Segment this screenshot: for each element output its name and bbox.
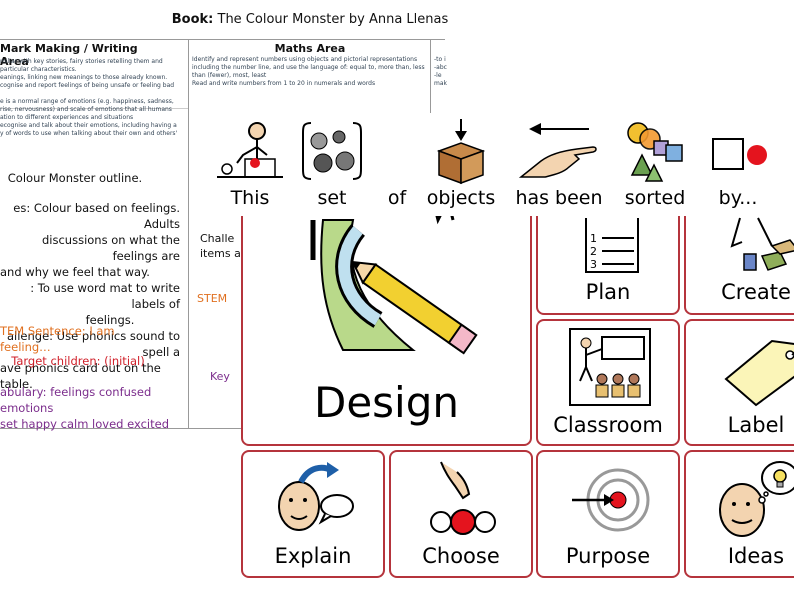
vocabulary: abulary: feelings confused emotions set … (0, 385, 169, 431)
plan-label: Plan (585, 280, 631, 304)
set-of-circles-icon (302, 122, 362, 180)
ideas-card[interactable]: Ideas (684, 450, 794, 578)
word-by[interactable]: by... (703, 113, 773, 216)
maths-notes: Identify and represent numbers using obj… (192, 56, 425, 87)
box-arrow-icon (436, 119, 486, 185)
book-title: Book: The Colour Monster by Anna Llenas (171, 12, 449, 27)
hand-pointing-back-icon (518, 123, 597, 178)
purpose-card[interactable]: Purpose (536, 450, 680, 578)
left-area-heading: Mark Making / Writing Area (0, 42, 138, 68)
word-of[interactable]: of (387, 187, 407, 209)
tag-icon (724, 339, 794, 407)
svg-text:3: 3 (590, 258, 597, 271)
target-children: Target children: (initial) (11, 354, 145, 368)
word-has-been[interactable]: has been (513, 113, 605, 216)
right-notes: -to i -abc -le mak (434, 56, 447, 87)
square-and-dot-icon (712, 138, 767, 170)
design-icon (310, 195, 478, 355)
svg-text:1: 1 (590, 232, 597, 245)
choose-label: Choose (422, 544, 500, 568)
ideas-label: Ideas (727, 544, 785, 568)
sorted-shapes-icon (627, 122, 683, 182)
outline-text: Colour Monster outline. (7, 171, 143, 185)
column-divider (188, 39, 189, 429)
classroom-card[interactable]: Classroom (536, 319, 680, 446)
explain-card[interactable]: Explain (241, 450, 385, 578)
classroom-icon (569, 328, 651, 406)
activity-text: es: Colour based on feelings. Adults dis… (0, 201, 180, 391)
choose-card[interactable]: Choose (389, 450, 533, 578)
choose-icon (430, 461, 496, 535)
word-set[interactable]: set (297, 113, 367, 216)
create-label: Create (721, 280, 791, 304)
explain-icon (278, 462, 354, 531)
target-icon (572, 468, 650, 532)
left-area-notes: miliar with key stories, fairy stories r… (0, 58, 178, 137)
word-sorted[interactable]: sorted (615, 113, 695, 216)
stem-sentence: TEM Sentence: I am feeling… (0, 324, 115, 354)
label-card[interactable]: Label (684, 319, 794, 446)
svg-text:2: 2 (590, 245, 597, 258)
ideas-icon (719, 461, 794, 537)
word-objects[interactable]: objects (421, 113, 501, 216)
column-divider-right (430, 39, 431, 119)
symbol-grid: Design 1 2 3 Plan Create (241, 178, 794, 598)
design-label: Design (313, 378, 459, 427)
notes-divider (0, 108, 188, 109)
list-icon: 1 2 3 (585, 218, 639, 273)
maths-area-heading: Maths Area (274, 42, 346, 55)
purpose-label: Purpose (565, 544, 651, 568)
table-top-line (0, 39, 445, 40)
table-bottom-line (0, 428, 241, 429)
label-label: Label (727, 413, 785, 437)
classroom-label: Classroom (553, 413, 663, 437)
create-icon (730, 217, 794, 271)
explain-label: Explain (274, 544, 352, 568)
symbol-sentence-strip: This set of objects has bee (195, 113, 794, 216)
person-pointing-icon (217, 122, 283, 178)
design-card[interactable]: Design (241, 178, 532, 446)
word-this[interactable]: This (215, 113, 285, 216)
